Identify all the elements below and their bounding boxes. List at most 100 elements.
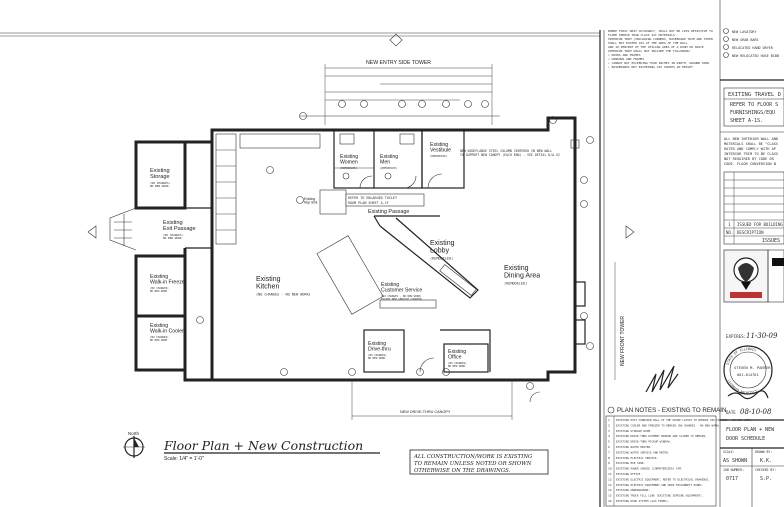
room-note: (NO CHANGES) <box>368 353 387 357</box>
plan-note-item: EXISTING STORAGE ROOM. <box>616 429 652 433</box>
room-note: (REMODELED) <box>340 166 358 170</box>
rev-footer: ISSUES <box>762 238 780 244</box>
room-name: Existing <box>304 197 315 201</box>
room-note: (REMODELED) <box>430 154 448 158</box>
room-note: EXCEPT NEW SERVICE COUNTER <box>381 297 422 301</box>
room-name: Customer Service <box>381 287 422 293</box>
plan-note-number: 15 <box>608 494 612 498</box>
exiting-travel-title: EXITING TRAVEL D <box>728 92 781 98</box>
right-note-line: NOT REQUIRED BY CODE OR <box>724 157 775 161</box>
plan-note-item: EXISTING OFFICE. <box>616 472 642 476</box>
plan-note-number: 8 <box>608 456 610 460</box>
room-note: (NO CHANGES) <box>448 361 467 365</box>
room-name: Women <box>340 159 358 165</box>
rev-col-desc: DESCRIPTION <box>737 230 764 235</box>
room-name: Vestibule <box>430 147 451 153</box>
grid-markers <box>196 100 594 390</box>
revision-table: NO. DESCRIPTION 1 ISSUED FOR BUILDING IS… <box>723 171 784 245</box>
plan-notes-title: PLAN NOTES - EXISTING TO REMAIN <box>617 407 726 414</box>
room-name: Lobby <box>430 247 450 254</box>
plan-note-number: 9 <box>608 461 610 465</box>
room-note: (REMODELED) <box>380 166 398 170</box>
legend-item: NEW LAVATORY <box>732 30 757 34</box>
rev-row-desc: ISSUED FOR BUILDING <box>737 222 783 227</box>
checked-value: S.P. <box>760 476 772 482</box>
room-name: Men <box>380 159 390 165</box>
plan-note-item: EXISTING TRUCK FILL LINE (EXISTING SERVI… <box>616 494 703 498</box>
sheet-title-line1: FLOOR PLAN + NEW <box>726 427 775 433</box>
expires-label: EXPIRES: <box>726 334 746 339</box>
architect-name: STEVEN M. PANTER <box>734 365 771 370</box>
drawing-scale: Scale: 1/4" = 1'-0" <box>164 456 204 462</box>
room-name: Office <box>448 354 462 360</box>
room-name: Exit Passage <box>163 226 196 232</box>
room-name: Existing <box>150 274 168 280</box>
plan-note-item: EXISTING WATER HEATER. <box>616 445 652 449</box>
room-name: Kitchen <box>256 283 279 290</box>
north-label: North <box>128 431 140 436</box>
plan-note-number: 2 <box>608 423 610 427</box>
note-line: FLAME SPREAD THAN CLASS III MATERIALS <box>608 33 675 37</box>
steel-note: NEW WIDEFLANGE STEEL COLUMN CENTERED IN … <box>460 149 552 153</box>
room-name: Existing <box>150 168 170 174</box>
room-note: NO NEW WORK <box>163 236 182 240</box>
note-line: • BASEBOARDS NOT EXCEEDING SIX INCHES IN… <box>608 65 693 69</box>
general-note-line: ALL CONSTRUCTION/WORK IS EXISTING <box>413 454 533 460</box>
plan-note-number: 4 <box>608 434 610 438</box>
plan-note-number: 3 <box>608 429 610 433</box>
room-note: NO NEW WORK <box>150 338 168 342</box>
room-note: (REMODELED) <box>504 282 527 286</box>
license-number: 001-014761 <box>737 373 759 377</box>
note-line: INTERIOR TRIM SHALL NOT INCLUDE THE FOLL… <box>608 49 691 53</box>
room-name: Existing <box>430 240 455 247</box>
floor-plan: NEW ENTRY SIDE TOWER <box>87 33 679 420</box>
expires-value: 11-30-09 <box>746 332 778 340</box>
plan-note-item: EXISTING WATER SERVICE AND METER. <box>616 450 669 454</box>
general-notes-block: WHERE FIRST UNIT OCCUPANCY, SHALL NOT BE… <box>608 29 713 69</box>
room-name: Existing <box>504 265 529 272</box>
rev-col-no: NO. <box>726 230 733 235</box>
room-note: (REMODELED) <box>430 257 453 261</box>
room-note: NO NEW WORK <box>150 289 168 293</box>
plan-note-item: EXISTING MOP SINK. <box>616 461 645 465</box>
right-note-line: ALL NEW INTERIOR WALL AND <box>724 137 778 141</box>
room-note: (NO CHANGES - NO NEW WORK) <box>256 293 311 297</box>
job-value: 0717 <box>726 476 738 482</box>
toilet-note: REFER TO ENLARGED TOILET <box>348 196 397 200</box>
plan-note-item: EXISTING COOLER AND FREEZER TO REMAIN (N… <box>616 423 721 427</box>
note-line: INTERIOR TRIM (INCLUDING CORNERS, BASEBO… <box>608 37 713 41</box>
room-name: Existing <box>381 282 399 288</box>
note-line: WHERE FIRST UNIT OCCUPANCY, SHALL NOT BE… <box>608 29 713 33</box>
general-note-line: OTHERWISE ON THE DRAWINGS. <box>414 468 511 474</box>
rev-row-no: 1 <box>728 222 731 227</box>
job-label: JOB NUMBER: <box>723 468 744 472</box>
exiting-travel-line: SHEET A-1S. <box>730 118 763 124</box>
scale-value: AS SHOWN <box>723 458 747 464</box>
plan-note-item: EXISTING DRIVE-THRU PAYMENT WINDOW AND S… <box>616 434 707 438</box>
plan-note-item: EXISTING ELECTRIC EQUIPMENT AND MAIN DIS… <box>616 483 703 487</box>
note-line: • CANNOT NOT EXCEEDING FOUR INCHES IN WI… <box>608 61 709 65</box>
plan-note-item: EXISTING POWER SOURCE (COMPUTERIZED) ATM… <box>616 467 682 471</box>
front-tower-label: NEW FRONT TOWER <box>620 316 626 366</box>
date-value: 08-10-08 <box>740 408 772 416</box>
scale-label: SCALE: <box>723 450 735 454</box>
room-name: Mop Sink <box>304 200 318 204</box>
legend-item: NEW GRAB BARS <box>732 38 759 42</box>
room-name: Walk-in Cooler <box>150 328 184 334</box>
room-name: Drive-thru <box>368 346 391 352</box>
room-note: NO NEW WORK <box>448 364 466 368</box>
room-note: (NO CHANGES) <box>163 233 184 237</box>
room-name: Existing Passage <box>368 209 409 215</box>
plan-note-number: 1 <box>608 418 610 422</box>
plan-note-item: EXISTING EXIT CORRIDOR WALL OF THE HOUSE… <box>616 418 754 422</box>
